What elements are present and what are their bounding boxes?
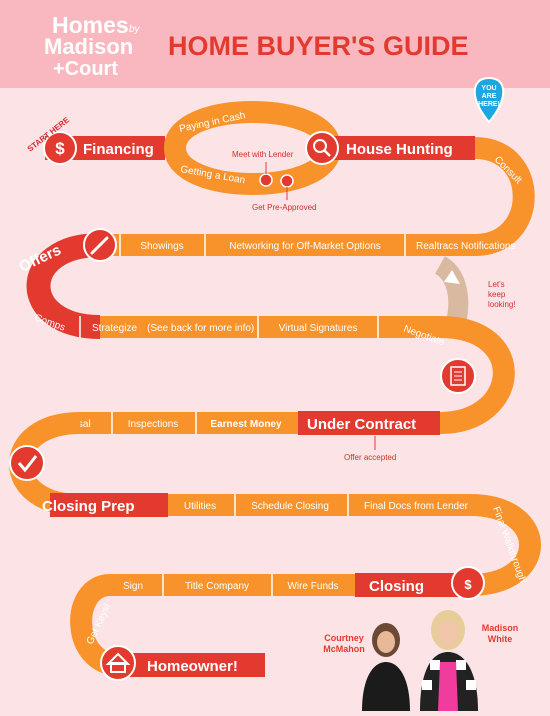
step-wire-funds: Wire Funds <box>287 581 338 592</box>
note-keep-looking-1: Let's <box>488 280 505 289</box>
step-utilities: Utilities <box>184 501 216 512</box>
pin-line-3: HERE! <box>478 101 500 108</box>
note-offer-accepted: Offer accepted <box>344 453 396 462</box>
header-band <box>0 0 550 88</box>
name-madison-1: Madison <box>482 623 519 633</box>
search-icon-badge <box>305 131 339 165</box>
step-closing-prep: Closing Prep <box>42 498 135 515</box>
svg-text:$: $ <box>55 139 65 158</box>
logo-by: by <box>129 24 141 35</box>
money-hand-icon-badge <box>451 566 485 600</box>
step-sign: Sign <box>123 581 143 592</box>
step-realtracs-notifications: Realtracs Notifications <box>416 241 515 252</box>
arrow-up-icon <box>444 270 460 284</box>
step-networking: Networking for Off-Market Options <box>229 241 381 252</box>
name-madison-2: White <box>488 634 513 644</box>
search-icon <box>313 139 327 153</box>
logo-madison: Madison <box>44 34 133 59</box>
step-virtual-signatures: Virtual Signatures <box>279 323 358 334</box>
road-curve-1 <box>474 137 535 256</box>
step-closing: Closing <box>369 578 424 595</box>
money-hand-icon: $ <box>464 577 472 592</box>
note-keep-looking-2: keep <box>488 290 506 299</box>
step-showings: Showings <box>140 241 183 252</box>
photo-madison <box>420 610 478 711</box>
step-house-hunting: House Hunting <box>346 141 453 158</box>
photo-courtney <box>362 623 410 711</box>
step-earnest-money: Earnest Money <box>210 419 282 430</box>
checkmark-icon <box>17 455 38 473</box>
name-courtney-2: McMahon <box>323 644 365 654</box>
meet-lender-dot <box>259 173 273 187</box>
pre-approved-dot <box>280 174 294 188</box>
document-icon <box>450 366 466 386</box>
logo-court: +Court <box>53 58 118 80</box>
road-curve-4 <box>469 494 541 596</box>
pin-line-2: ARE <box>482 93 497 100</box>
step-title-company: Title Company <box>185 581 249 592</box>
step-inspections: Inspections <box>128 419 179 430</box>
checkmark-icon-badge <box>9 445 45 481</box>
step-schedule-closing: Schedule Closing <box>251 501 329 512</box>
note-keep-looking-3: looking! <box>488 300 516 309</box>
step-strategize-note: (See back for more info) <box>147 323 254 334</box>
pen-icon <box>90 236 109 255</box>
road-offers-curve <box>26 233 101 339</box>
pin-line-1: YOU <box>481 85 496 92</box>
note-meet-with-lender: Meet with Lender <box>232 150 294 159</box>
step-under-contract: Under Contract <box>307 416 416 433</box>
step-financing: Financing <box>83 141 154 158</box>
logo-homes: Homes <box>52 12 129 38</box>
you-are-here-pin <box>473 76 505 124</box>
road-curve-2 <box>439 316 515 434</box>
step-final-docs: Final Docs from Lender <box>364 501 469 512</box>
note-get-pre-approved: Get Pre-Approved <box>252 203 316 212</box>
name-courtney-1: Courtney <box>324 633 364 643</box>
step-strategize: Strategize <box>92 323 137 334</box>
dollar-icon <box>43 131 77 165</box>
step-homeowner: Homeowner! <box>147 658 238 675</box>
page-title: HOME BUYER'S GUIDE <box>168 31 468 61</box>
